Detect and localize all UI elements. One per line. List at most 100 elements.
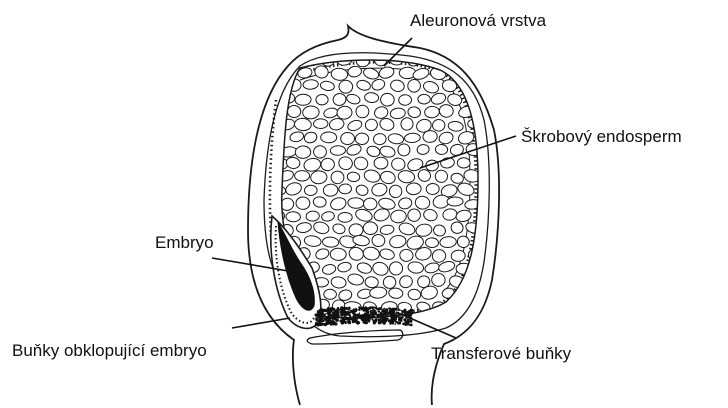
transfer-cell-dot bbox=[392, 313, 395, 316]
starch-cell bbox=[296, 222, 312, 234]
starch-cell bbox=[356, 261, 373, 275]
transfer-cell-dot bbox=[327, 320, 329, 322]
starch-cell bbox=[347, 273, 365, 287]
transfer-cell-dot bbox=[374, 319, 378, 323]
starch-cell bbox=[306, 211, 320, 222]
label-starchy-endosperm: Škrobový endosperm bbox=[521, 127, 682, 147]
starch-cell bbox=[388, 184, 403, 199]
starch-cell bbox=[314, 247, 330, 261]
transfer-cell-dot bbox=[336, 319, 339, 322]
starch-cell bbox=[406, 183, 421, 195]
transfer-cell-dot bbox=[345, 307, 348, 310]
starch-cell bbox=[448, 121, 464, 132]
starch-cell bbox=[364, 92, 379, 103]
transfer-cell-dot bbox=[364, 306, 368, 310]
transfer-cell-dot bbox=[377, 310, 380, 313]
starch-cell bbox=[363, 168, 382, 184]
transfer-cell-dot bbox=[398, 309, 400, 311]
starch-cell bbox=[466, 299, 480, 312]
starch-cell bbox=[336, 105, 353, 120]
transfer-cell-dot bbox=[371, 318, 373, 320]
starch-cell bbox=[397, 170, 415, 184]
transfer-cell-dot bbox=[375, 314, 377, 316]
transfer-cell-dot bbox=[320, 313, 322, 315]
starch-cell bbox=[407, 261, 424, 274]
starch-cell bbox=[435, 144, 448, 155]
starch-cell bbox=[442, 208, 458, 221]
starch-cell bbox=[355, 133, 369, 145]
starch-cell bbox=[295, 171, 310, 181]
transfer-cell-dot bbox=[410, 309, 412, 311]
starch-cell bbox=[407, 208, 422, 223]
starch-cell bbox=[379, 247, 396, 260]
starch-cell bbox=[314, 64, 330, 79]
starch-cell bbox=[320, 80, 335, 91]
starch-cell bbox=[390, 209, 407, 223]
starch-cell bbox=[356, 56, 369, 67]
starch-cell bbox=[456, 52, 471, 65]
starch-cell bbox=[303, 79, 319, 89]
label-transfer-cells: Transferové buňky bbox=[431, 344, 571, 364]
transfer-cell-dot bbox=[393, 320, 395, 322]
transfer-cell-dot bbox=[370, 311, 374, 315]
transfer-cell-dot bbox=[379, 322, 381, 324]
transfer-cell-dot bbox=[411, 311, 414, 314]
starch-cell bbox=[366, 145, 382, 159]
transfer-cell-dot bbox=[325, 310, 328, 313]
transfer-cell-dot bbox=[396, 315, 399, 318]
transfer-cell-dot bbox=[332, 311, 336, 315]
starch-cell bbox=[438, 130, 455, 145]
starch-cell bbox=[424, 261, 441, 274]
starch-cell bbox=[457, 158, 470, 168]
starch-cell bbox=[353, 155, 370, 171]
starch-cell bbox=[331, 171, 344, 184]
starch-cell bbox=[310, 170, 327, 184]
transfer-cell-dot bbox=[348, 307, 351, 310]
transfer-cell-dot bbox=[316, 318, 318, 320]
transfer-cell-dot bbox=[401, 316, 404, 319]
starch-cell bbox=[432, 119, 445, 132]
starch-cell bbox=[464, 199, 481, 210]
transfer-cell-dot bbox=[322, 311, 324, 313]
transfer-cell-dot bbox=[359, 309, 361, 311]
starch-cell bbox=[330, 146, 346, 156]
starch-cell bbox=[456, 235, 470, 249]
starch-cell bbox=[272, 55, 285, 65]
transfer-cell-dot bbox=[396, 309, 398, 311]
starch-cell bbox=[407, 79, 421, 93]
starch-cell bbox=[321, 211, 335, 222]
starch-cell bbox=[323, 183, 339, 196]
starch-cell bbox=[398, 274, 414, 289]
starch-cell bbox=[438, 103, 454, 118]
starch-cell bbox=[389, 262, 402, 275]
starch-cell bbox=[345, 93, 361, 106]
transfer-cell-dot bbox=[382, 310, 384, 312]
starch-cell bbox=[422, 313, 440, 325]
starch-cell bbox=[388, 133, 405, 145]
starch-cell bbox=[289, 131, 305, 143]
transfer-cell-dot bbox=[374, 307, 376, 309]
transfer-cell-dot bbox=[315, 322, 319, 326]
label-aleurone-layer: Aleuronová vrstva bbox=[410, 11, 546, 31]
starch-cell bbox=[426, 183, 440, 195]
transfer-cell-dot bbox=[336, 315, 340, 319]
starch-cell bbox=[295, 146, 311, 159]
starch-cell bbox=[391, 157, 406, 171]
starch-cell bbox=[279, 146, 297, 158]
starch-cell bbox=[270, 184, 287, 196]
starch-cell bbox=[389, 79, 405, 94]
transfer-cell-dot bbox=[377, 315, 380, 318]
starch-cell bbox=[332, 222, 347, 235]
starch-cell bbox=[380, 93, 394, 107]
starch-cell bbox=[280, 118, 296, 132]
starch-cell bbox=[369, 286, 387, 298]
starch-cell bbox=[451, 250, 466, 262]
transfer-cell-dot bbox=[346, 311, 350, 315]
starch-cell bbox=[418, 94, 431, 104]
starch-cell bbox=[284, 181, 303, 197]
transfer-cell-dot bbox=[344, 318, 346, 320]
transfer-cells-band bbox=[315, 306, 414, 326]
transfer-cell-dot bbox=[333, 321, 336, 324]
transfer-cell-dot bbox=[359, 308, 361, 310]
starch-cell bbox=[379, 145, 396, 159]
